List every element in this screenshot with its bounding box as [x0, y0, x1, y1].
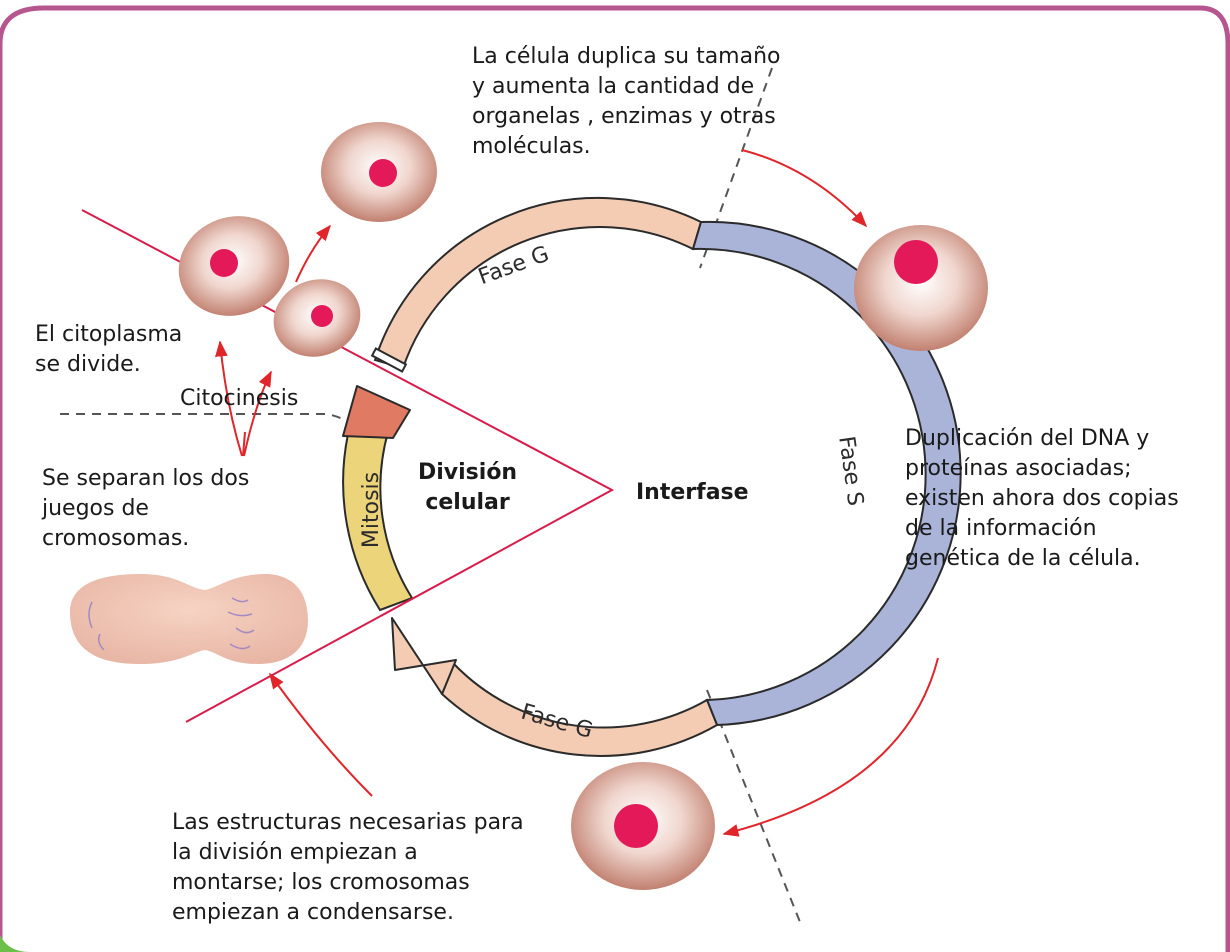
label-structures-line: la división empiezan a	[172, 840, 418, 865]
label-structures-line: empiezan a condensarse.	[172, 900, 454, 925]
label-structures-line: montarse; los cromosomas	[172, 870, 470, 895]
arrow-citocinesis-right	[243, 370, 272, 457]
label-division-line: celular	[425, 490, 510, 515]
arrow-to-top-right-cell	[741, 149, 868, 228]
label-structures: Las estructuras necesarias para la divis…	[172, 808, 524, 928]
dashed-line-bottom	[706, 689, 801, 923]
label-dna-line: Duplicación del DNA y	[905, 426, 1150, 451]
phase-g-top-arc	[373, 197, 703, 370]
arrow-citocinesis-left	[215, 340, 243, 457]
dashed-line-citocinesis	[60, 413, 359, 433]
label-growth-line: organelas , enzimas y otras	[472, 104, 776, 129]
label-citoplasma: El citoplasma se divide.	[35, 320, 182, 380]
label-separation-line: Se separan los dos	[42, 466, 250, 491]
label-division-line: División	[418, 460, 518, 485]
label-separation-line: juegos de	[42, 496, 149, 521]
frame-border	[0, 5, 1230, 952]
label-dna-line: existen ahora dos copias	[905, 486, 1179, 511]
ring-end-tab	[370, 347, 408, 373]
cell-daughter-small	[273, 279, 361, 357]
label-growth-line: y aumenta la cantidad de	[472, 74, 755, 99]
label-dna-duplication: Duplicación del DNA y proteínas asociada…	[905, 424, 1179, 574]
label-growth-line: La célula duplica su tamaño	[472, 44, 781, 69]
label-interfase: Interfase	[636, 480, 749, 505]
label-dna-line: de la información	[905, 516, 1097, 541]
cell-daughter-large	[178, 216, 290, 316]
citocinesis-arrow	[342, 385, 411, 439]
phase-g-bottom-arrowhead	[391, 617, 457, 695]
label-citocinesis: Citocinesis	[180, 386, 299, 411]
phase-g-bottom-arc	[440, 662, 719, 757]
arrow-to-bottom-cell	[722, 657, 939, 837]
arrow-citocinesis-center	[242, 431, 246, 457]
label-dna-line: genética de la célula.	[905, 546, 1141, 571]
label-separation-line: cromosomas.	[42, 526, 190, 551]
label-citoplasma-line: El citoplasma	[35, 322, 183, 347]
phase-s-label: Fase S	[833, 435, 868, 508]
dividing-cell	[70, 574, 308, 664]
cell-top-left	[321, 122, 437, 222]
cell-top-right	[854, 225, 988, 351]
arrow-to-dividing-line	[269, 672, 373, 797]
arrow-to-top-left-cell	[295, 224, 332, 283]
label-growth-line: moléculas.	[472, 134, 591, 159]
label-division-celular: División celular	[418, 458, 517, 518]
label-dna-line: proteínas asociadas;	[905, 456, 1132, 481]
label-growth: La célula duplica su tamaño y aumenta la…	[472, 42, 781, 162]
label-structures-line: Las estructuras necesarias para	[172, 810, 524, 835]
label-separation: Se separan los dos juegos de cromosomas.	[42, 464, 249, 554]
cell-bottom	[571, 762, 715, 890]
label-citoplasma-line: se divide.	[35, 352, 141, 377]
mitosis-label: Mitosis	[359, 472, 384, 548]
frame-corner-accent	[0, 935, 30, 952]
